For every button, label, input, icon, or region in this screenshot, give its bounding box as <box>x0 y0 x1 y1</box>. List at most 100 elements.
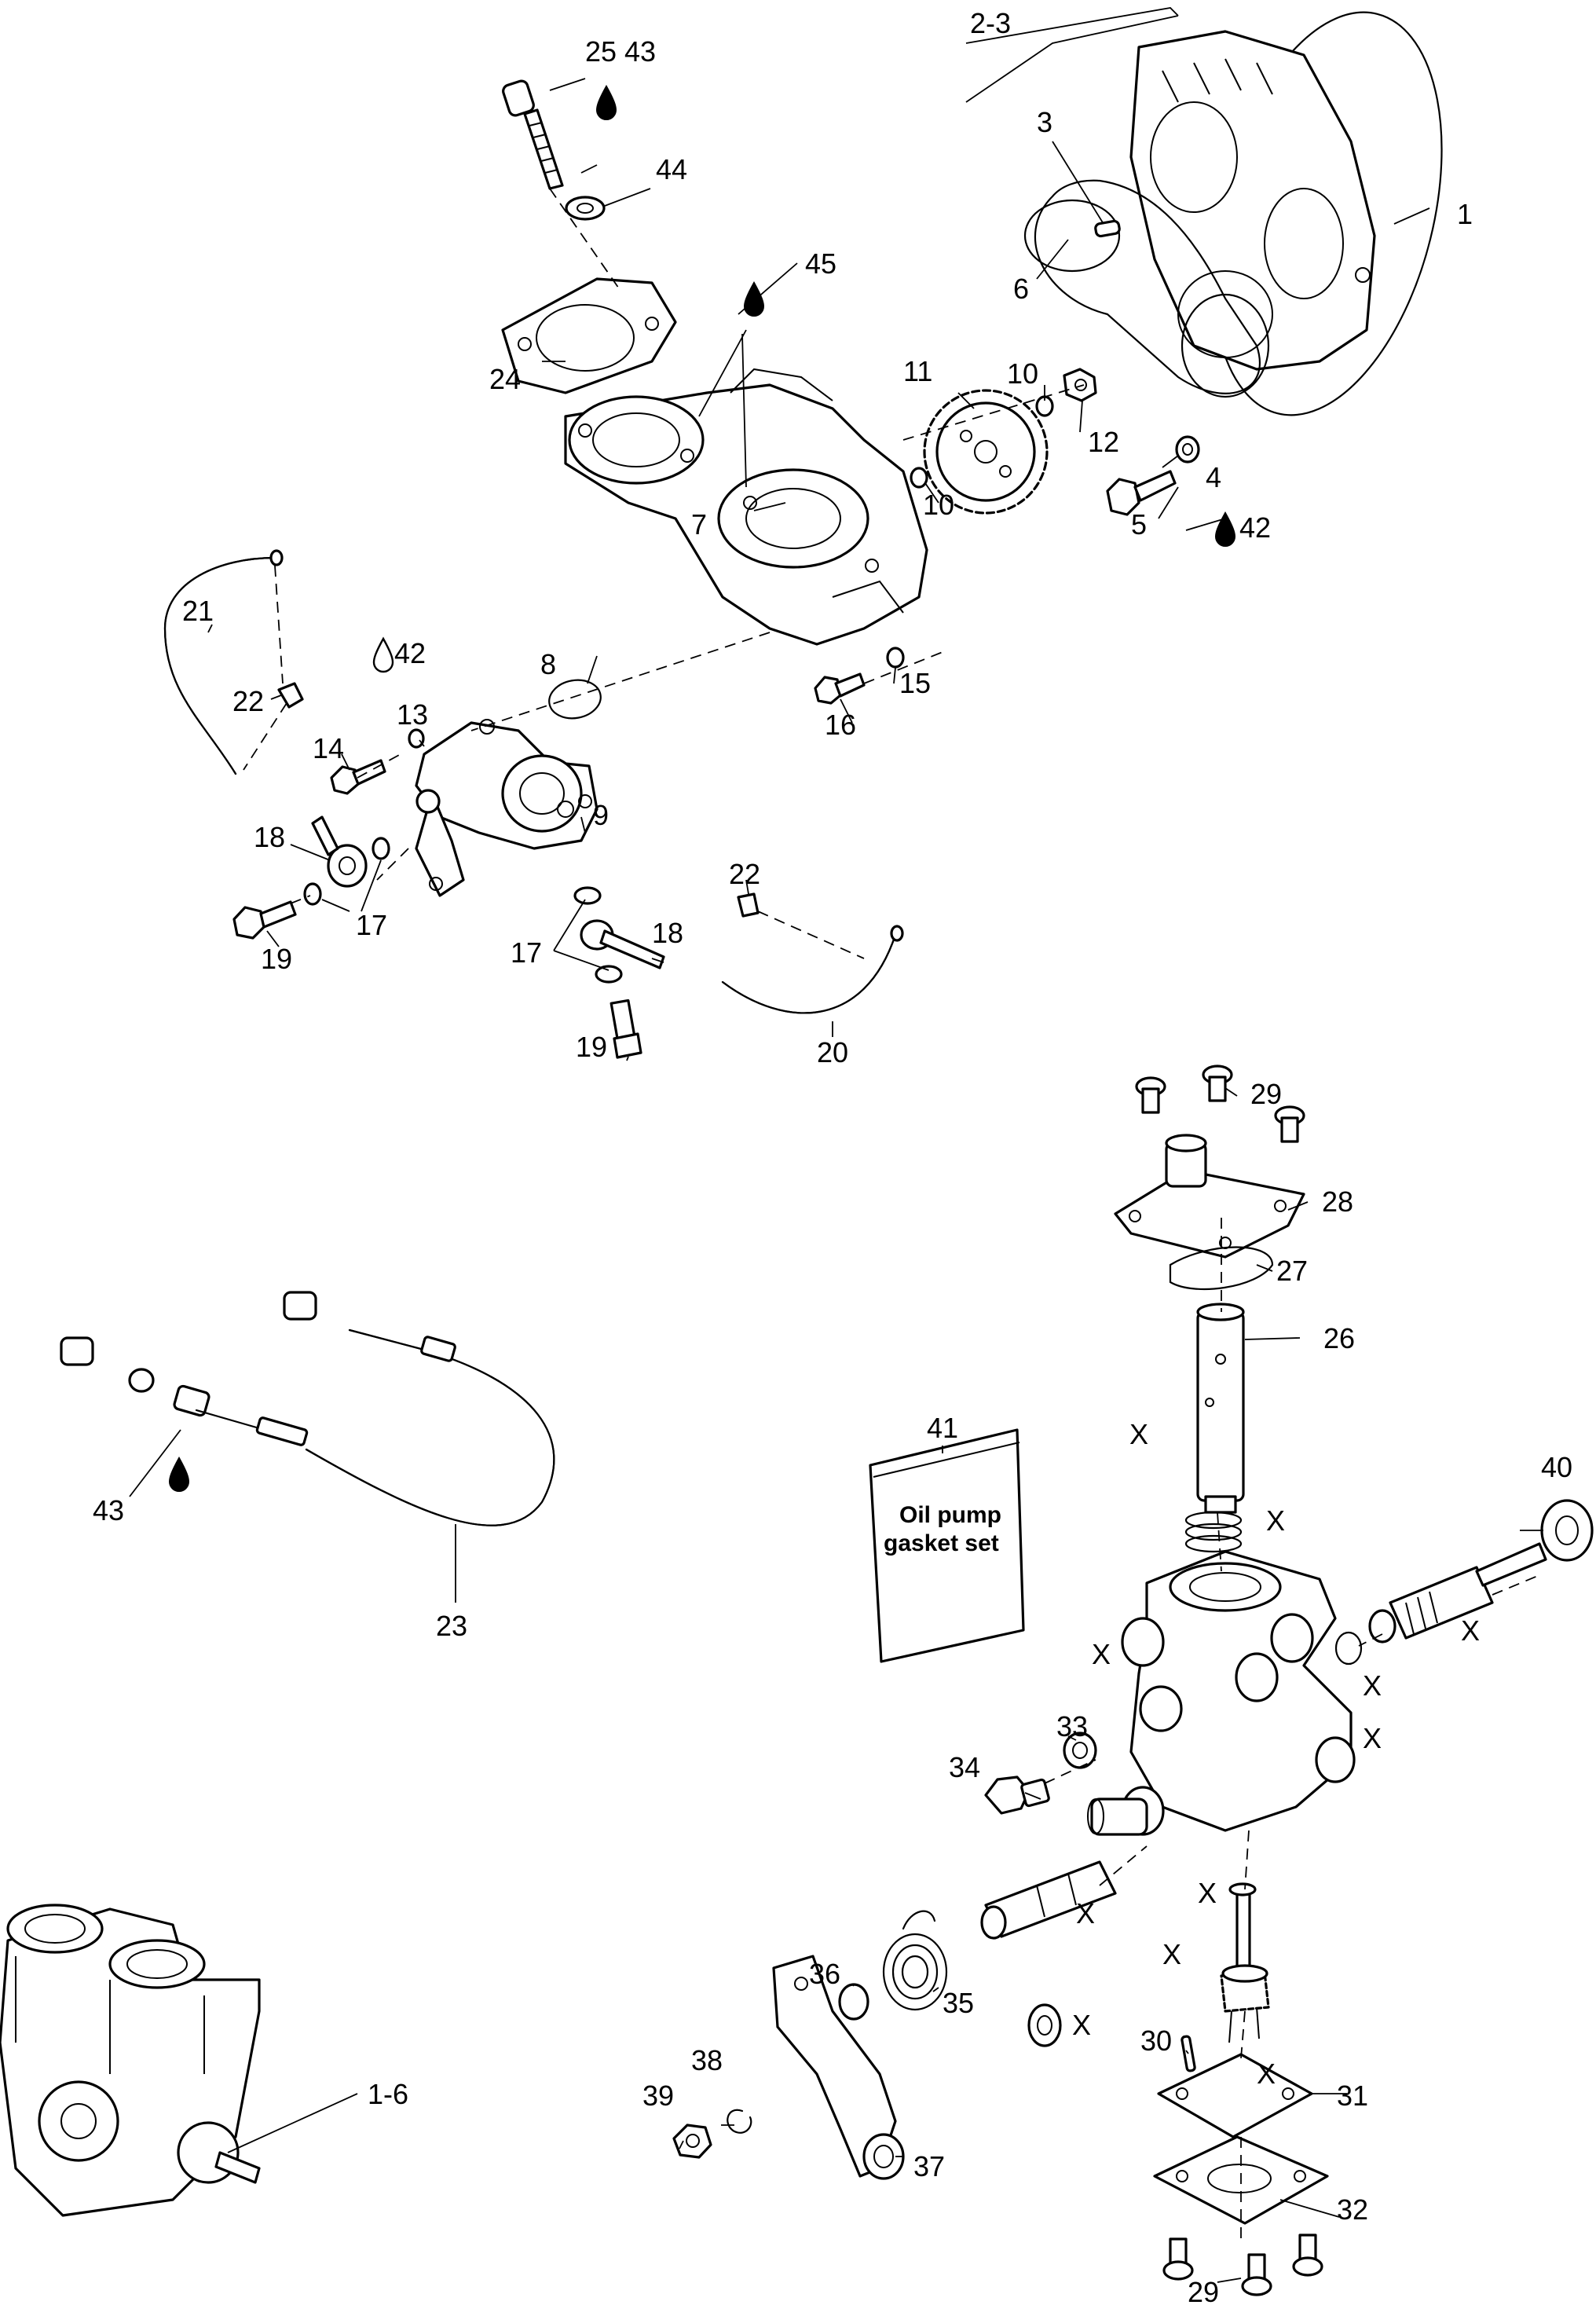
label-43a: 43 <box>624 35 656 68</box>
label-29a: 29 <box>1250 1078 1282 1110</box>
open-oil-drop-icon <box>372 636 394 673</box>
part-10-washer-b <box>910 467 928 489</box>
label-3: 3 <box>1037 106 1052 138</box>
part-19b-banjo-bolt <box>609 999 642 1059</box>
label-13: 13 <box>397 698 428 731</box>
part-36-washer <box>838 1983 869 2021</box>
label-14: 14 <box>313 732 344 764</box>
part-37-lever <box>772 1955 905 2180</box>
label-34: 34 <box>949 1751 980 1783</box>
label-12: 12 <box>1088 426 1119 458</box>
x-mark-spring: X <box>1266 1504 1285 1537</box>
part-17b-washer-bottom <box>595 965 623 984</box>
part-22b-clamp <box>737 892 760 918</box>
part-20-oil-line <box>721 925 904 1014</box>
filled-oil-drop-icon <box>595 84 617 120</box>
label-36: 36 <box>809 1958 840 1990</box>
part-27-gasket <box>1169 1246 1274 1290</box>
part-44-washer <box>565 196 606 221</box>
part-41-gasket-set-bag: Oil pump gasket set <box>869 1428 1025 1663</box>
label-7: 7 <box>691 508 707 541</box>
label-19a: 19 <box>261 943 292 975</box>
relief-o-ring <box>1334 1631 1363 1666</box>
label-4: 4 <box>1206 461 1221 493</box>
part-8-o-ring <box>548 679 602 720</box>
label-31: 31 <box>1337 2080 1368 2112</box>
x-mark-cam-seal: X <box>1072 2009 1091 2041</box>
label-1-6: 1-6 <box>368 2078 408 2110</box>
oil-pump-body <box>1087 1550 1356 1836</box>
filled-oil-drop-icon <box>743 280 765 317</box>
part-24-manifold-gasket <box>501 277 677 394</box>
label-25: 25 <box>585 35 617 68</box>
label-41: 41 <box>927 1412 958 1444</box>
label-19b: 19 <box>576 1031 607 1063</box>
label-5: 5 <box>1131 508 1147 541</box>
label-39: 39 <box>642 2080 674 2112</box>
bag-label-line1: Oil pump <box>899 1502 1001 1528</box>
label-17b: 17 <box>511 936 542 969</box>
x-mark-drive-shaft: X <box>1198 1877 1217 1909</box>
label-27: 27 <box>1276 1255 1308 1287</box>
label-30: 30 <box>1140 2025 1172 2057</box>
part-17a-washer-b <box>303 882 322 906</box>
part-16-screw <box>814 672 866 705</box>
label-37: 37 <box>913 2150 945 2182</box>
label-2-3: 2-3 <box>970 7 1011 39</box>
part-34-plug <box>984 1775 1050 1815</box>
part-35-spring <box>882 1910 948 2011</box>
label-15: 15 <box>899 667 931 699</box>
label-9: 9 <box>593 799 609 831</box>
bag-label-line2: gasket set <box>884 1530 999 1556</box>
part-26-plunger <box>1196 1303 1245 1514</box>
part-28-pump-cover <box>1114 1134 1305 1259</box>
label-18a: 18 <box>254 821 285 853</box>
label-32: 32 <box>1337 2193 1368 2226</box>
label-11: 11 <box>903 355 932 387</box>
label-8: 8 <box>540 648 556 680</box>
x-mark-body-left: X <box>1092 1638 1111 1670</box>
part-15-washer <box>886 647 905 669</box>
part-21-oil-line <box>163 549 284 775</box>
part-11-gear <box>923 389 1049 515</box>
label-10a: 10 <box>1007 357 1038 390</box>
label-22a: 22 <box>232 685 264 717</box>
part-12-nut <box>1063 368 1097 402</box>
label-28: 28 <box>1322 1185 1353 1218</box>
label-16: 16 <box>825 709 856 741</box>
label-42b: 42 <box>394 637 426 669</box>
part-13-washer <box>408 728 425 749</box>
filled-oil-drop-icon <box>1214 511 1236 547</box>
label-42a: 42 <box>1239 511 1271 544</box>
x-mark-body-right: X <box>1363 1722 1382 1754</box>
label-6: 6 <box>1013 273 1029 305</box>
label-23: 23 <box>436 1610 467 1642</box>
part-5-bolt <box>1106 470 1177 516</box>
label-43b: 43 <box>93 1494 124 1526</box>
leader-lines <box>129 7 1543 2283</box>
part-29-screw-top-b <box>1202 1065 1233 1102</box>
label-22b: 22 <box>729 858 760 890</box>
x-mark-pump-base: X <box>1162 1938 1181 1970</box>
part-29-screw-top-c <box>1274 1105 1305 1143</box>
part-19a-banjo-bolt <box>232 900 297 940</box>
label-29b: 29 <box>1188 2276 1219 2308</box>
label-20: 20 <box>817 1036 848 1068</box>
x-mark-camshaft: X <box>1076 1897 1095 1929</box>
engine-block-1-6 <box>0 1904 261 2217</box>
part-23-cable <box>60 1291 555 1526</box>
x-mark-drive-gear: X <box>1257 2058 1276 2090</box>
x-mark-relief-o-ring: X <box>1363 1669 1382 1702</box>
cam-seal <box>1027 2003 1062 2047</box>
part-2-3-rotary-valve-cover <box>1129 30 1376 371</box>
part-4-lock-washer <box>1175 435 1200 464</box>
label-17a: 17 <box>356 909 387 941</box>
part-18a-banjo-fitting <box>311 815 368 888</box>
label-18b: 18 <box>652 917 683 949</box>
filled-oil-drop-icon <box>168 1456 190 1492</box>
part-25-long-screw <box>502 79 564 190</box>
pump-drive-gear <box>1220 1882 1270 2043</box>
plunger-spring <box>1184 1511 1243 1553</box>
